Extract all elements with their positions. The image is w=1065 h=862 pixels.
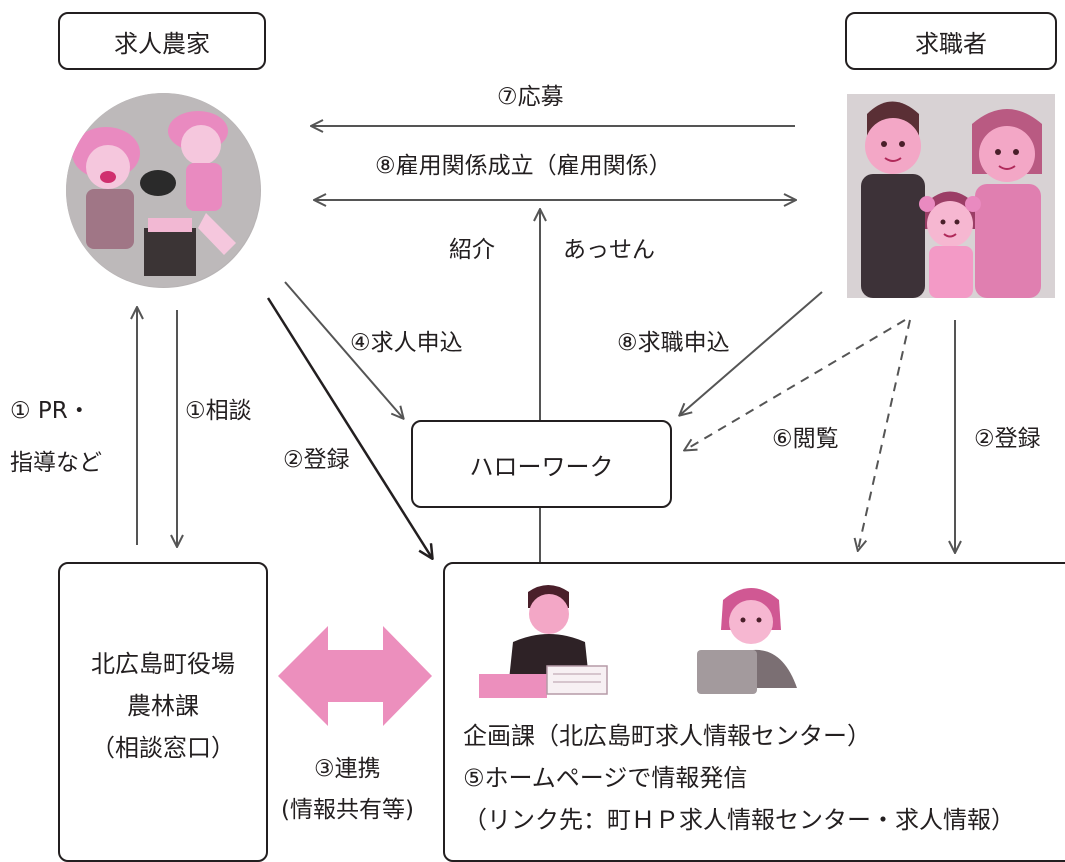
introduce-label: 紹介: [449, 237, 495, 263]
register-right-label: ②登録: [974, 426, 1041, 452]
town-office-box: 北広島町役場 農林課 （相談窓口）: [58, 562, 268, 862]
pr-label-line1: ① PR・: [10, 398, 91, 424]
register-left-label: ②登録: [283, 447, 350, 473]
job-seek-label: ⑧求職申込: [617, 330, 730, 356]
center-line3: （リンク先：町ＨＰ求人情報センター・求人情報）: [463, 806, 1015, 834]
town-office-line3: （相談窓口）: [91, 734, 235, 762]
hellowork-box: ハローワーク: [411, 420, 672, 508]
job-offer-label: ④求人申込: [350, 330, 463, 356]
farmer-label: 求人農家: [114, 29, 210, 58]
cooperate-label-line2: (情報共有等): [281, 797, 414, 823]
cooperate-double-arrow: [278, 626, 432, 726]
jobseeker-box: 求職者: [845, 12, 1057, 70]
register-left-arrow: [266, 297, 432, 558]
jobseeker-illustration: [847, 94, 1055, 298]
mediate-label: あっせん: [563, 237, 655, 263]
job-seek-arrow: [680, 291, 823, 415]
pr-label-line2: 指導など: [10, 450, 102, 476]
jobseeker-label: 求職者: [915, 29, 987, 58]
farmer-illustration: [66, 93, 261, 288]
hellowork-label: ハローワーク: [469, 452, 614, 481]
town-office-line1: 北広島町役場: [91, 650, 235, 678]
info-center-box: 企画課（北広島町求人情報センター） ⑤ホームページで情報発信 （リンク先：町ＨＰ…: [443, 562, 1065, 862]
browse-arrow-1: [685, 319, 906, 450]
apply-label: ⑦応募: [497, 84, 564, 110]
browse-arrow-2: [858, 319, 911, 550]
employment-label: ⑧雇用関係成立（雇用関係）: [375, 153, 672, 179]
farmer-box: 求人農家: [58, 12, 266, 70]
center-line2: ⑤ホームページで情報発信: [463, 764, 748, 792]
center-line1: 企画課（北広島町求人情報センター）: [463, 722, 871, 750]
job-offer-arrow: [284, 281, 403, 418]
cooperate-label-line1: ③連携: [314, 756, 381, 782]
town-office-line2: 農林課: [127, 692, 199, 720]
connector-layer: [0, 0, 1065, 726]
browse-label: ⑥閲覧: [772, 426, 839, 452]
staff-woman-illustration: [693, 578, 811, 703]
consult-label: ①相談: [185, 398, 252, 424]
staff-man-illustration: [473, 578, 629, 703]
